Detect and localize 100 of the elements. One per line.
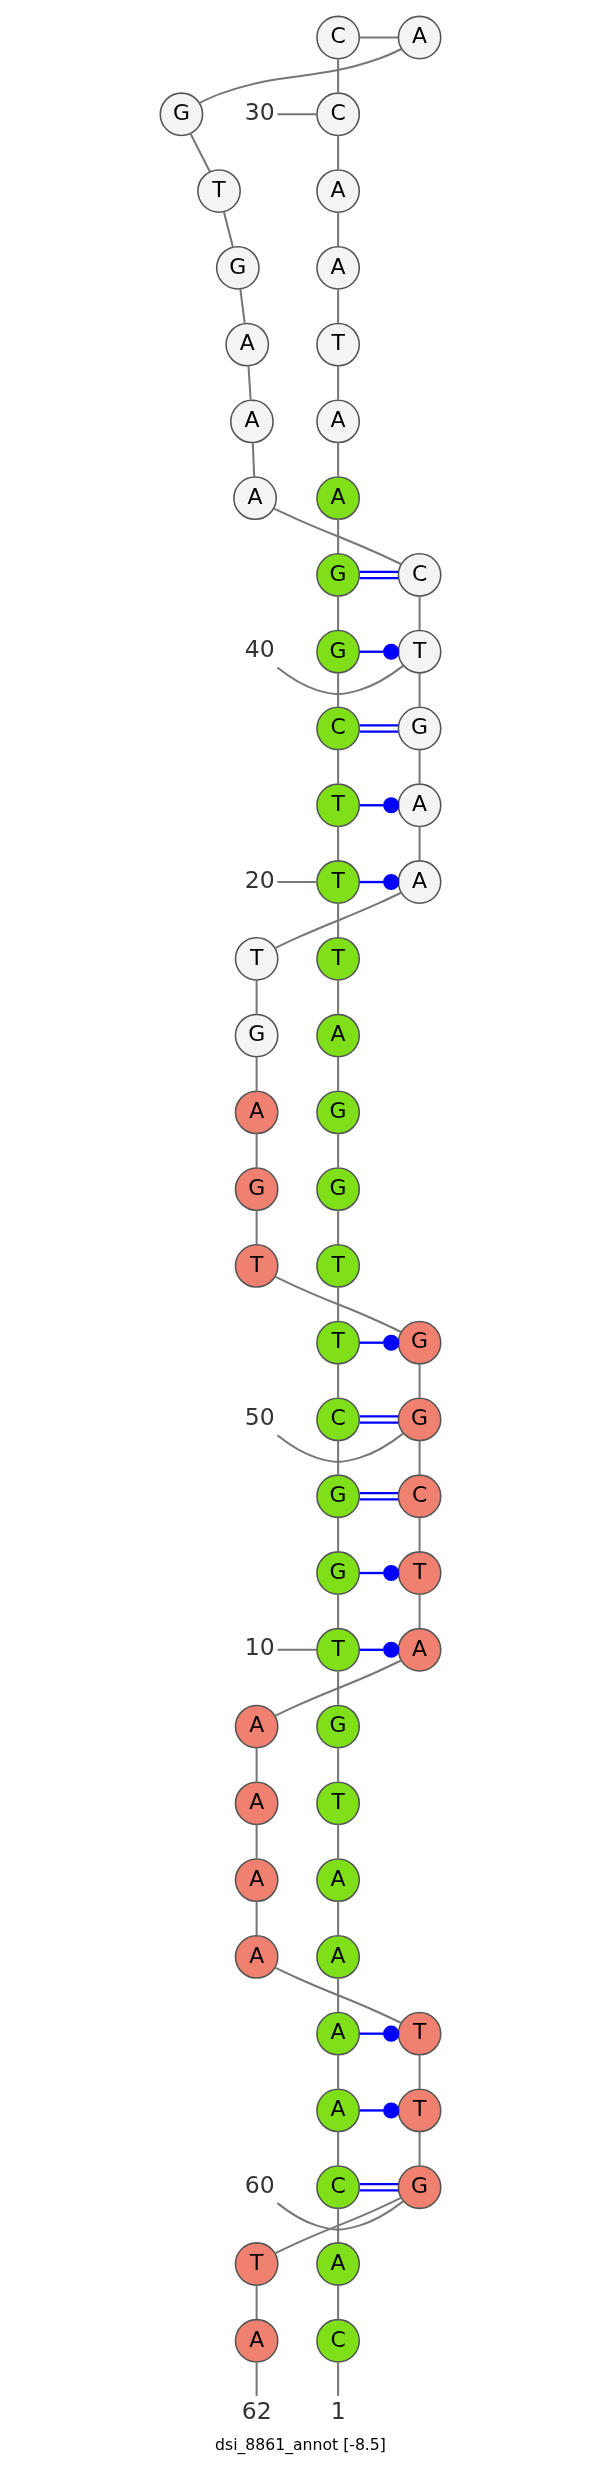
connector xyxy=(251,442,255,477)
node-circle: G xyxy=(397,1397,441,1442)
connector xyxy=(336,289,339,323)
connector xyxy=(359,2182,398,2192)
connector xyxy=(274,2197,401,2255)
node-circle: T xyxy=(315,1244,360,1288)
node-circle: A xyxy=(234,1781,279,1826)
node-circle: T xyxy=(315,860,360,904)
connector xyxy=(359,724,398,733)
connector xyxy=(359,873,399,891)
connector xyxy=(336,1901,339,1936)
connector xyxy=(418,1440,421,1475)
connector xyxy=(336,1978,339,2012)
connector xyxy=(418,749,421,784)
connector xyxy=(336,1670,339,1705)
node-text: 40 xyxy=(244,635,275,664)
connector xyxy=(336,826,339,861)
node-circle: G xyxy=(315,1704,360,1749)
node-text: 10 xyxy=(244,1633,275,1662)
node-circle: A xyxy=(315,2088,360,2133)
node-circle: A xyxy=(315,245,360,290)
connector xyxy=(336,2054,339,2089)
node-circle: C xyxy=(315,1397,360,1442)
connector xyxy=(336,2362,339,2396)
connector xyxy=(336,442,339,477)
connector xyxy=(336,1824,339,1859)
connector xyxy=(418,1517,421,1552)
connector xyxy=(336,1363,339,1398)
node-circle: G xyxy=(397,706,441,751)
node-circle: G xyxy=(397,1320,441,1365)
node-circle: A xyxy=(229,399,274,444)
connector xyxy=(418,1363,421,1398)
connector xyxy=(336,1517,339,1552)
connector xyxy=(336,2285,339,2320)
connector xyxy=(277,1648,317,1651)
node-circle: T xyxy=(315,1781,360,1826)
node-circle: A xyxy=(397,15,441,60)
connector xyxy=(255,1056,258,1091)
node-circle: A xyxy=(234,1858,279,1903)
node-circle: C xyxy=(315,92,360,137)
connector xyxy=(336,1287,339,1321)
connector xyxy=(277,113,317,116)
node-circle: T xyxy=(234,2242,279,2286)
connector xyxy=(255,2362,258,2396)
node-circle: C xyxy=(315,706,360,751)
connector xyxy=(274,1659,401,1717)
connector xyxy=(255,1747,258,1782)
node-circle: G xyxy=(315,1474,360,1519)
connector xyxy=(418,826,421,861)
node-circle: A xyxy=(397,1627,441,1672)
connector xyxy=(336,58,339,93)
node-circle: A xyxy=(224,322,269,367)
connector xyxy=(359,1415,398,1424)
connector xyxy=(336,1594,339,1629)
connector xyxy=(336,2131,339,2166)
connector xyxy=(359,2025,399,2042)
node-circle: A xyxy=(397,783,441,828)
connector xyxy=(418,672,421,707)
node-circle: A xyxy=(315,1013,360,1058)
node-circle: A xyxy=(315,1858,360,1903)
node-circle: A xyxy=(397,860,441,904)
connector xyxy=(336,1440,339,1475)
node-circle: A xyxy=(315,399,360,444)
connector xyxy=(359,2102,399,2119)
node-circle: A xyxy=(234,2318,279,2363)
connector xyxy=(359,643,399,660)
connector xyxy=(418,1594,421,1629)
connector xyxy=(359,1641,399,1658)
node-circle: T xyxy=(234,1244,279,1288)
connector xyxy=(336,212,339,247)
node-circle: T xyxy=(397,1551,441,1595)
node-text: 1 xyxy=(330,2397,346,2426)
connector xyxy=(276,1432,404,1463)
connector xyxy=(276,664,404,696)
node-circle: T xyxy=(315,322,360,367)
connector xyxy=(198,48,402,104)
connector xyxy=(255,979,258,1014)
connector xyxy=(238,288,246,324)
connector xyxy=(222,211,234,248)
node-circle: C xyxy=(315,15,360,60)
node-circle: A xyxy=(315,1934,360,1979)
connector xyxy=(418,596,421,631)
node-circle: G xyxy=(315,1551,360,1595)
node-circle: T xyxy=(315,936,360,981)
connector xyxy=(336,672,339,707)
node-text: 20 xyxy=(244,865,275,894)
node-circle: A xyxy=(234,1934,279,1979)
connector xyxy=(274,891,401,949)
node-circle: T xyxy=(397,2011,441,2056)
connector xyxy=(189,133,211,173)
node-circle: T xyxy=(315,1320,360,1365)
connector xyxy=(336,1133,339,1168)
connector xyxy=(255,2285,258,2320)
connector xyxy=(255,1210,258,1245)
node-circle: A xyxy=(234,1090,279,1135)
connector xyxy=(336,903,339,938)
node-circle: A xyxy=(315,2011,360,2056)
connector xyxy=(359,1334,399,1351)
connector xyxy=(336,1056,339,1091)
node-circle: G xyxy=(315,1090,360,1135)
